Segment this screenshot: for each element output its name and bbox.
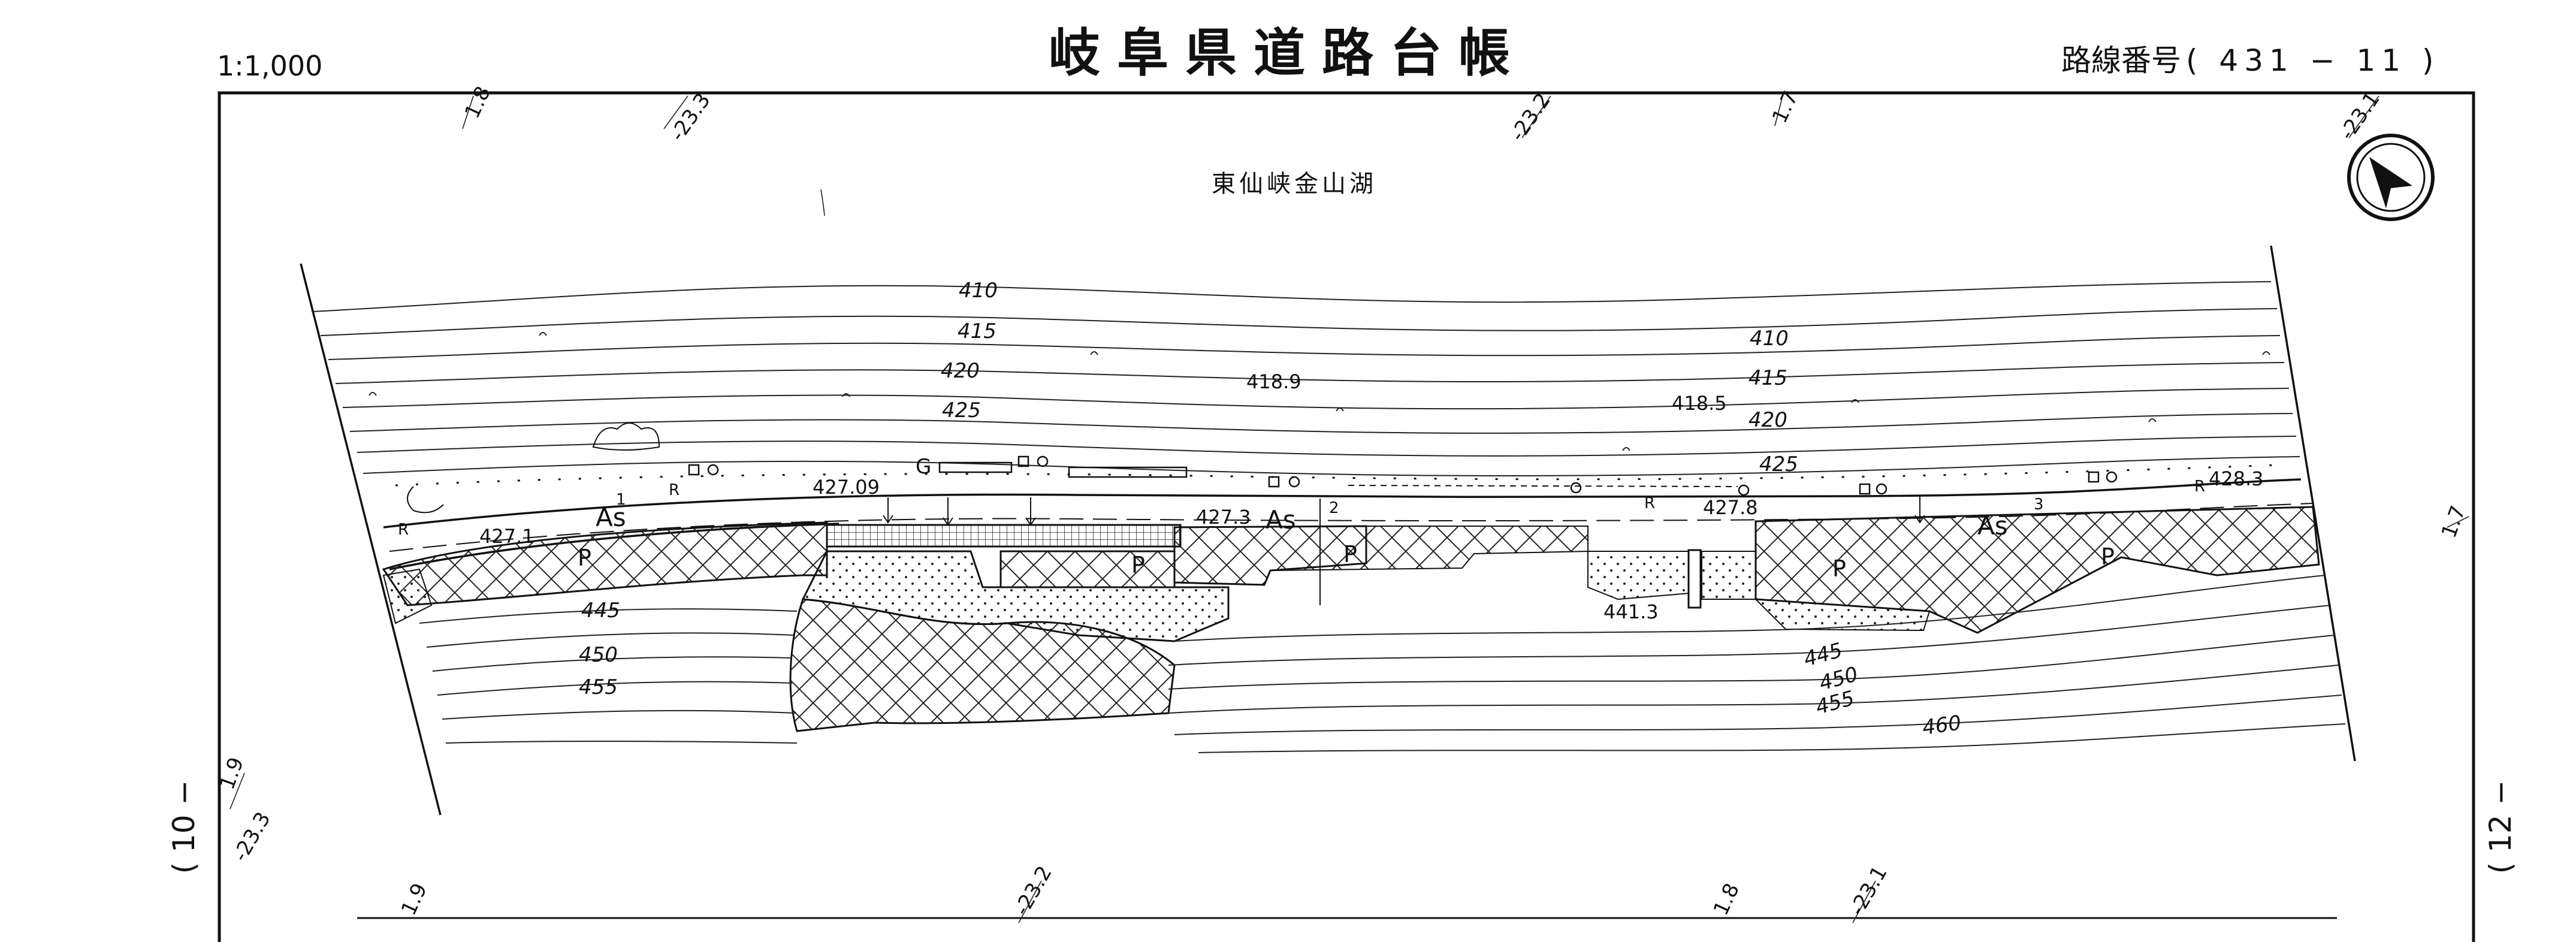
- contour-label: 410: [1750, 327, 1789, 351]
- slope-zone-mid: [1173, 525, 1367, 586]
- north-arrow-icon: [2347, 134, 2435, 221]
- contour-label: 450: [579, 643, 618, 667]
- chainage-label: -23.1: [1845, 862, 1892, 919]
- spot-elevation: 418.5: [1672, 392, 1727, 415]
- route-number-value: ( 431 − 11 ): [2186, 43, 2440, 78]
- contour-labels-lower: 445 450 455 445 450 455 460: [579, 599, 1963, 740]
- contour-label: 420: [941, 359, 980, 383]
- bottom-chainage: 1.9 -23.2 1.8 -23.1: [397, 862, 1892, 923]
- surface-label: P: [1343, 541, 1357, 567]
- contour-label: 425: [942, 398, 981, 422]
- spot-elevation: 427.09: [813, 476, 880, 499]
- station-number: 2: [1329, 499, 1339, 517]
- vegetation-marks: [369, 332, 2270, 451]
- surface-label: R: [398, 521, 409, 539]
- drainage-arrows: [883, 495, 1925, 605]
- contours-lower: [419, 575, 2346, 753]
- spot-elevation: 428.3: [2209, 467, 2264, 490]
- spot-elevation: 427.1: [479, 525, 534, 548]
- contour-label: 425: [1759, 452, 1798, 476]
- road-surface: [383, 479, 2313, 569]
- gravel-zone-corner: [382, 568, 433, 624]
- chainage-label: 1.7: [2437, 503, 2471, 541]
- contour-label: 455: [1813, 686, 1857, 719]
- contour-label: 455: [579, 675, 618, 699]
- surface-label: As: [1977, 511, 2008, 541]
- fence-line: [395, 464, 2278, 487]
- route-number-label: 路線番号: [2061, 43, 2181, 78]
- contour-label: 415: [958, 319, 996, 343]
- adjacent-sheet-left: ( 10 −: [167, 780, 201, 874]
- slope-zone-narrow: [1270, 526, 1589, 571]
- surface-label: As: [596, 503, 626, 532]
- contour-label: 460: [1921, 711, 1963, 740]
- contour-labels-upper: 410 415 420 425 410 415 420 425: [941, 279, 1798, 476]
- surface-labels: As As As P P P P P G R R R R: [398, 455, 2205, 582]
- place-name: 東仙峡金山湖: [1212, 170, 1377, 198]
- guardrail: [1348, 485, 1738, 487]
- gravel-zone-left: [801, 550, 1230, 642]
- surface-label: G: [916, 455, 931, 479]
- spot-elevation: 427.3: [1196, 506, 1251, 529]
- spot-elevation: 441.3: [1603, 600, 1659, 623]
- chainage-label: -23.2: [1506, 89, 1556, 146]
- surface-label: P: [578, 545, 591, 571]
- surface-label: As: [1266, 505, 1296, 535]
- embankment-curve: [407, 486, 444, 514]
- gravel-zone-small: [1701, 551, 1756, 600]
- chainage-label: 1.9: [397, 880, 432, 919]
- surface-label: P: [1131, 552, 1145, 578]
- map-scale: 1:1,000: [217, 50, 322, 82]
- shrub-icon: [592, 422, 660, 451]
- road-spot-elevations: 427.09 427.1 427.3 427.8 428.3 441.3: [479, 467, 2264, 623]
- surface-label: R: [669, 481, 680, 499]
- chainage-label: -23.3: [228, 808, 276, 865]
- culvert: [1687, 549, 1702, 609]
- road-edge-upper: [383, 478, 2302, 529]
- station-number: 3: [2034, 496, 2044, 514]
- surface-label: R: [1644, 494, 1655, 512]
- surface-label: P: [1832, 555, 1846, 582]
- chainage-label: 1.8: [460, 83, 496, 122]
- chainage-label: 1.8: [1709, 880, 1744, 919]
- spot-elevation: 427.8: [1703, 496, 1758, 519]
- contour-label: 410: [959, 279, 998, 303]
- map-frame: [218, 91, 2475, 942]
- station-number: 1: [616, 491, 626, 509]
- leader-mark: [820, 189, 825, 216]
- map-title: 岐阜県道路台帳: [1049, 23, 1527, 83]
- survey-left-boundary: [300, 263, 442, 816]
- spot-elevation: 418.9: [1246, 370, 1301, 393]
- gravel-zone-mid: [1587, 551, 1690, 600]
- station-numbers: 1 2 3: [616, 491, 2044, 517]
- chainage-label: -23.3: [666, 89, 715, 146]
- surface-label: R: [2194, 478, 2205, 496]
- surface-label: P: [2101, 544, 2115, 570]
- chainage-label: -23.2: [1010, 862, 1057, 919]
- retaining-wall: [826, 524, 1182, 548]
- contours-upper: [311, 281, 2300, 477]
- utility-symbols: [688, 455, 2118, 496]
- contour-label: 415: [1748, 366, 1787, 390]
- slope-zone-p: [999, 550, 1176, 588]
- adjacent-sheet-right: ( 12 −: [2483, 780, 2518, 874]
- slope-zone-left: [382, 521, 828, 606]
- contour-label: 420: [1748, 408, 1787, 432]
- contour-label: 445: [581, 599, 620, 623]
- gravel-zone-right: [1754, 598, 1931, 632]
